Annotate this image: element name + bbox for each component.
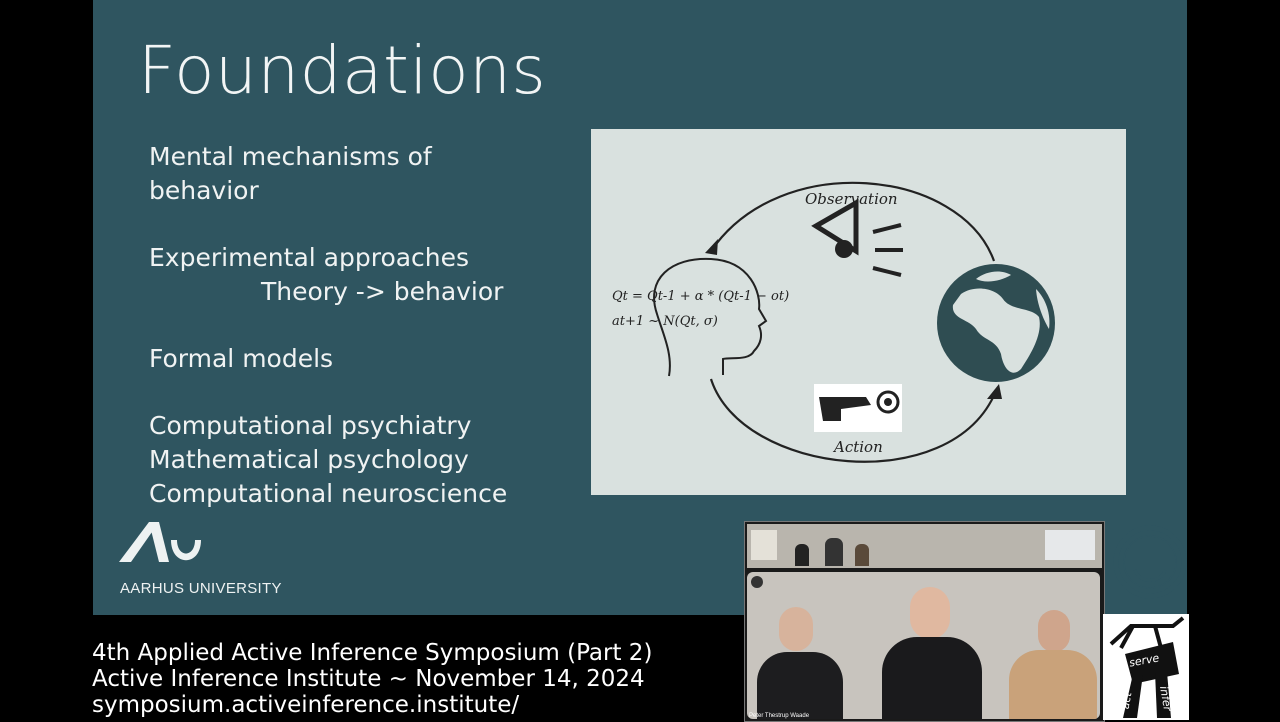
globe-icon [937,264,1055,382]
bullet-text: Experimental approaches [149,243,470,272]
bullet-group: Formal models [149,342,609,376]
bullet-text: Computational neuroscience [149,479,508,508]
action-arrow [709,378,998,463]
room-camera-view [747,524,1102,568]
caption-url: symposium.activeinference.institute/ [92,692,520,718]
university-name: AARHUS UNIVERSITY [120,580,282,597]
bullet-text: Formal models [149,344,334,373]
speaker-camera-view [747,572,1100,719]
bullet-text: Mental mechanisms of [149,142,432,171]
aarhus-university-logo-icon [119,522,201,562]
participant-name: Peter Thestrup Waade [749,713,810,719]
bullet-group: Mental mechanisms of behavior [149,140,609,208]
action-label: Action [834,438,883,456]
bullet-subtext: Theory -> behavior [261,277,504,306]
arrowhead-icon [705,239,718,255]
diagram-graphic [653,181,1055,463]
bullet-group: Experimental approaches Theory -> behavi… [149,241,609,309]
bullet-list: Mental mechanisms of behavior Experiment… [149,140,609,544]
bullet-text: Computational psychiatry [149,411,472,440]
observation-arrow [710,181,996,262]
arrowhead-icon [987,384,1002,399]
slide-title: Foundations [138,32,547,109]
head-silhouette-icon [653,257,768,377]
eye-icon [811,198,903,277]
caption-line-2: Active Inference Institute ~ November 14… [92,666,645,692]
action-equation: at+1 ~ N(Qt, σ) [612,314,718,329]
bullet-group: Computational psychiatry Mathematical ps… [149,409,609,511]
pointing-hand-icon [814,384,902,432]
active-inference-diagram: Observation Action Qt = Qt-1 + α * (Qt-1… [591,129,1126,495]
observation-label: Observation [805,190,898,208]
university-seal-icon [1113,525,1187,599]
caption-line-1: 4th Applied Active Inference Symposium (… [92,640,653,666]
bullet-text: Mathematical psychology [149,445,469,474]
pi-logo-icon [1109,616,1185,718]
bullet-text: behavior [149,176,259,205]
video-call-feed: Peter Thestrup Waade [744,521,1105,722]
active-inference-institute-logo: serve act infer [1103,614,1189,720]
presentation-slide: Foundations Mental mechanisms of behavio… [93,0,1187,615]
update-equation: Qt = Qt-1 + α * (Qt-1 − ot) [612,289,790,304]
camera-icon [751,576,763,588]
